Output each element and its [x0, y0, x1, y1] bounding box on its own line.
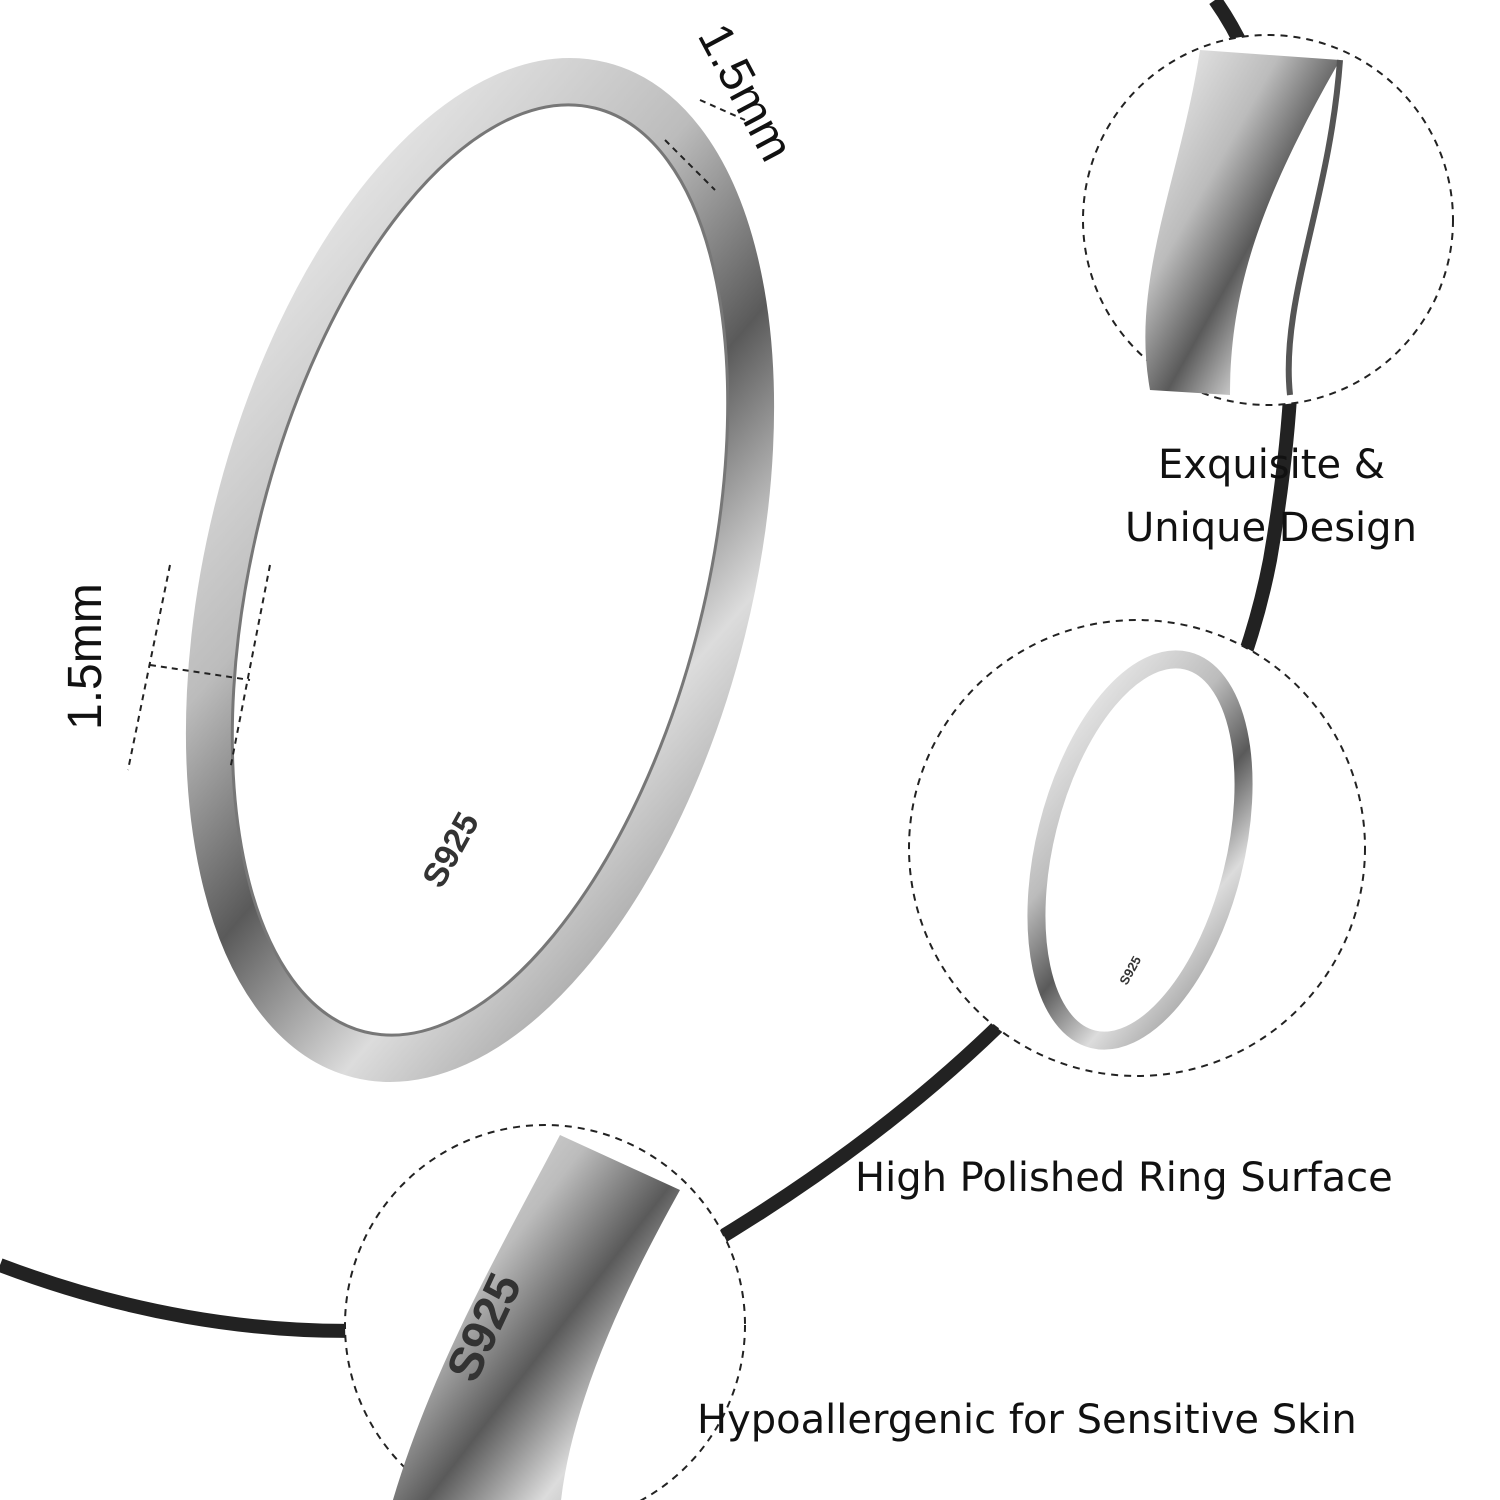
dimension-lines [127, 99, 746, 771]
feature-hypoallergenic: Hypoallergenic for Sensitive Skin [697, 1397, 1357, 1443]
hallmark-main: S925 [415, 806, 487, 894]
detail-circle-design [1082, 34, 1454, 406]
main-ring-image: S925 [185, 58, 775, 1082]
band-thickness-label: 1.5mm [59, 583, 112, 730]
detail-circle-polished: S925 [908, 619, 1366, 1077]
feature-design-line1: Exquisite & [1158, 442, 1385, 488]
detail-circle-hallmark: S925 [344, 1124, 746, 1500]
feature-polished: High Polished Ring Surface [855, 1155, 1393, 1201]
feature-design-line2: Unique Design [1125, 505, 1417, 551]
